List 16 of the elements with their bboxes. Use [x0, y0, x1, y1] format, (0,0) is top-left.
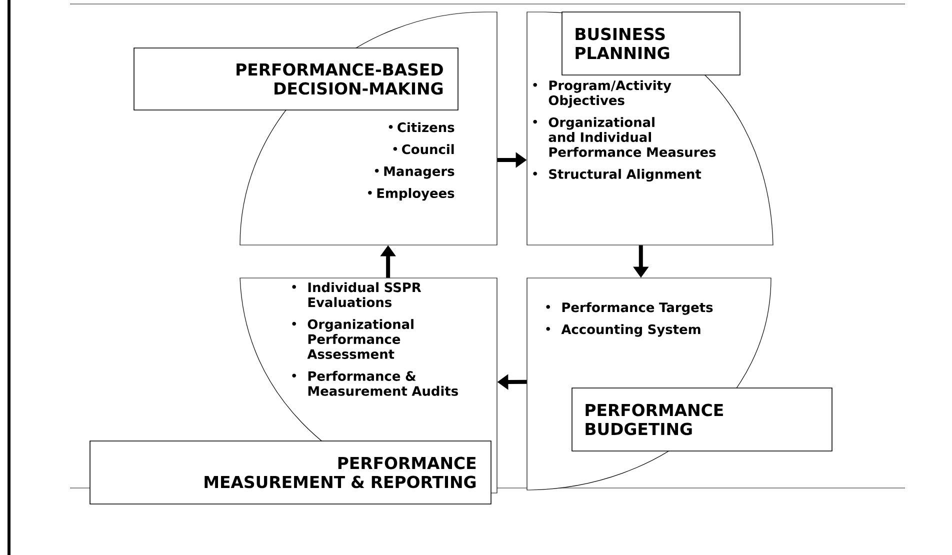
bullet-item: Accounting System: [546, 324, 700, 337]
heading-box: BUSINESS PLANNING: [562, 12, 740, 76]
bullet-item: Performance Targets: [546, 302, 713, 315]
bullet-item: Individual SSPR Evaluations: [292, 282, 422, 308]
bullet-item: Structural Alignment: [533, 168, 702, 182]
bullet-item: Employees: [368, 188, 454, 201]
bullet-item: Program/Activity Objectives: [533, 80, 672, 108]
bullet-item: Organizational and Individual Performance Measures: [533, 117, 716, 157]
bullet-item: Performance & Measurement Audits: [292, 370, 458, 396]
heading-box: PERFORMANCE BUDGETING: [572, 388, 832, 452]
bullet-item: Council: [393, 144, 454, 154]
bullet-item: Managers: [374, 166, 454, 179]
heading-box: PERFORMANCE-BASED DECISION-MAKING: [134, 48, 458, 110]
heading-box: PERFORMANCE MEASUREMENT & REPORTING: [90, 440, 492, 504]
bullet-item: Citizens: [388, 122, 454, 132]
bullet-item: Organizational Performance Assessment: [292, 319, 414, 359]
